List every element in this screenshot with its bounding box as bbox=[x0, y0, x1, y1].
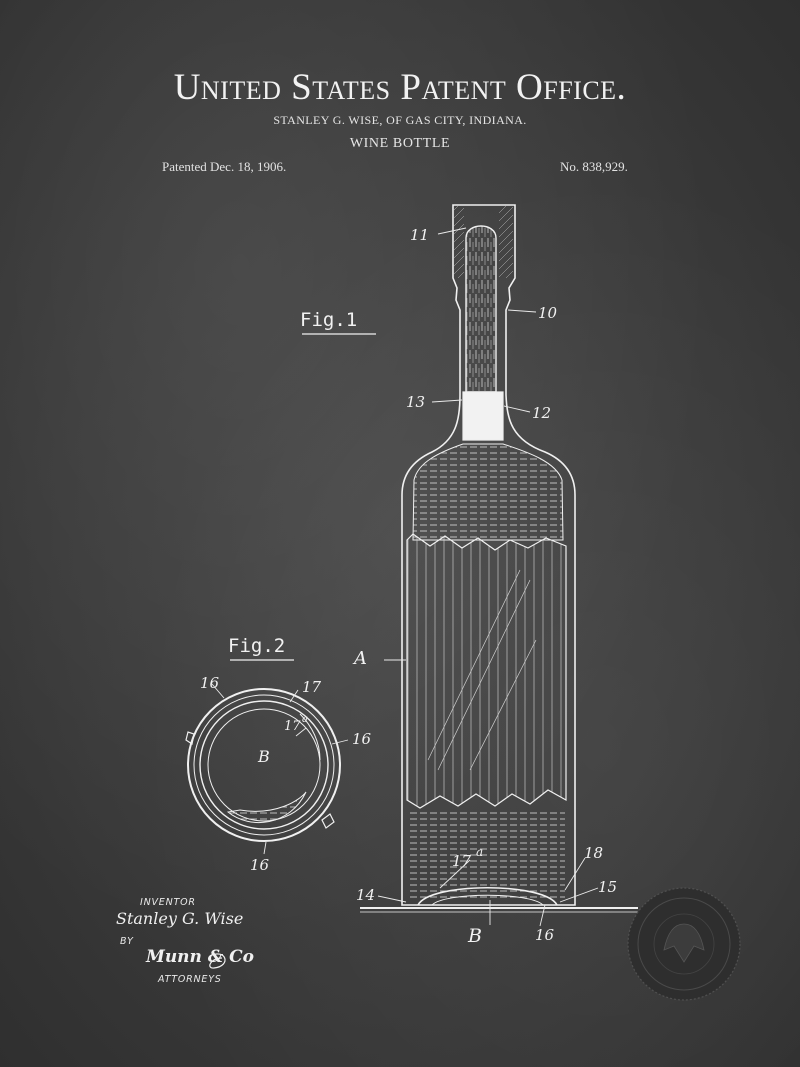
ref-A: A bbox=[352, 648, 367, 669]
ref-16-fig1: 16 bbox=[535, 926, 555, 944]
attorney-signature: Munn & Co bbox=[145, 947, 254, 969]
ref-10: 10 bbox=[538, 304, 558, 322]
fig2-leaders bbox=[211, 683, 349, 855]
bottle-label bbox=[406, 533, 567, 809]
ref-18: 18 bbox=[584, 844, 603, 862]
fig2-ref-17a: 17 bbox=[284, 719, 301, 734]
fig2-label: Fig.2 bbox=[228, 635, 285, 657]
ref-B-fig1: B bbox=[467, 925, 482, 947]
attorneys-caption: ATTORNEYS bbox=[157, 974, 222, 985]
base-cup bbox=[417, 887, 558, 906]
lower-body bbox=[410, 808, 565, 900]
fig2-ref-16-bottom: 16 bbox=[250, 856, 270, 874]
ref-12: 12 bbox=[532, 404, 551, 422]
fig2-ref-16-right: 16 bbox=[352, 730, 372, 748]
fig2-ref-16-top: 16 bbox=[200, 674, 220, 692]
shoulder bbox=[412, 443, 564, 541]
svg-text:Munn & Co: Munn & Co bbox=[145, 947, 254, 967]
fig2-ref-17a-sup: a bbox=[302, 714, 308, 725]
fig1-bottle bbox=[360, 204, 638, 913]
patent-subject: WINE BOTTLE bbox=[349, 136, 451, 151]
ref-11: 11 bbox=[410, 226, 429, 244]
fig1-label: Fig.1 bbox=[300, 309, 357, 331]
cork bbox=[465, 225, 497, 393]
fig1-leaders bbox=[377, 227, 599, 927]
ref-15: 15 bbox=[598, 878, 617, 896]
by-caption: BY bbox=[120, 936, 134, 947]
fig2-ref-B: B bbox=[257, 747, 270, 766]
embossed-seal bbox=[627, 887, 741, 1001]
ref-13: 13 bbox=[406, 393, 425, 411]
document-title: United States Patent Office. bbox=[173, 67, 627, 108]
inventor-caption: INVENTOR bbox=[140, 897, 196, 908]
ref-17a: 17 bbox=[452, 852, 472, 870]
fig2-ref-17: 17 bbox=[302, 678, 322, 696]
ref-14: 14 bbox=[356, 886, 375, 904]
patent-number: No. 838,929. bbox=[560, 159, 628, 174]
fig2-base-plan bbox=[185, 688, 341, 842]
inventor-name: Stanley G. Wise bbox=[116, 909, 243, 928]
capsule-band bbox=[463, 392, 503, 440]
patent-date: Patented Dec. 18, 1906. bbox=[162, 159, 287, 174]
bottle-outline bbox=[401, 204, 576, 906]
inventor-line: STANLEY G. WISE, OF GAS CITY, INDIANA. bbox=[273, 113, 527, 127]
ref-17a-sup: a bbox=[476, 845, 483, 859]
